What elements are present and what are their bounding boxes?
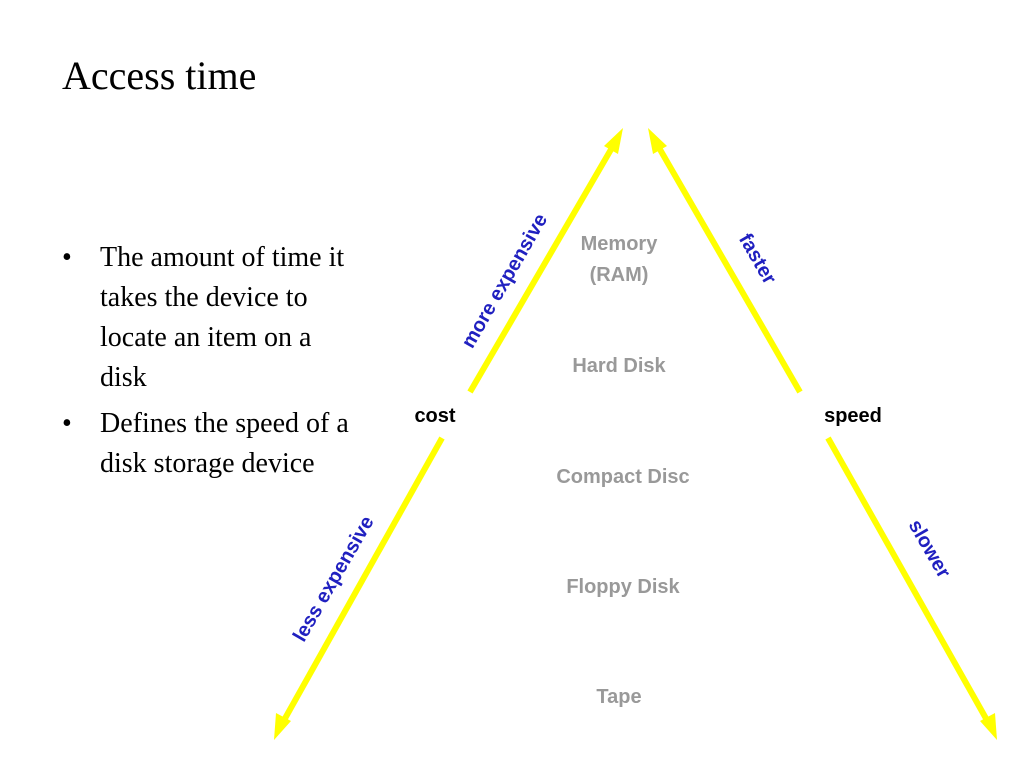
cost-label: cost	[414, 405, 455, 427]
bullet-text: Defines the speed of a disk storage devi…	[100, 408, 349, 479]
arrow-less-expensive	[274, 436, 445, 740]
arrow-faster	[648, 128, 803, 394]
tier-memory-line1: Memory	[581, 233, 659, 255]
slower-label: slower	[904, 516, 955, 582]
arrow-more-expensive	[467, 128, 623, 394]
tier-hard-disk: Hard Disk	[572, 355, 666, 377]
bullet-dot-icon: •	[62, 408, 72, 439]
bullet-item: • Defines the speed of a disk storage de…	[62, 404, 362, 484]
bullet-list: • The amount of time it takes the device…	[62, 238, 362, 490]
tier-memory-line2: (RAM)	[590, 264, 649, 286]
faster-label: faster	[734, 230, 780, 288]
slide-title: Access time	[62, 53, 257, 98]
speed-label: speed	[824, 405, 882, 427]
tier-floppy-disk: Floppy Disk	[566, 576, 680, 598]
arrow-slower	[825, 436, 997, 740]
bullet-dot-icon: •	[62, 242, 72, 273]
tier-compact-disc: Compact Disc	[556, 466, 689, 488]
bullet-item: • The amount of time it takes the device…	[62, 238, 362, 398]
bullet-text: The amount of time it takes the device t…	[100, 242, 345, 393]
tier-tape: Tape	[596, 686, 641, 708]
